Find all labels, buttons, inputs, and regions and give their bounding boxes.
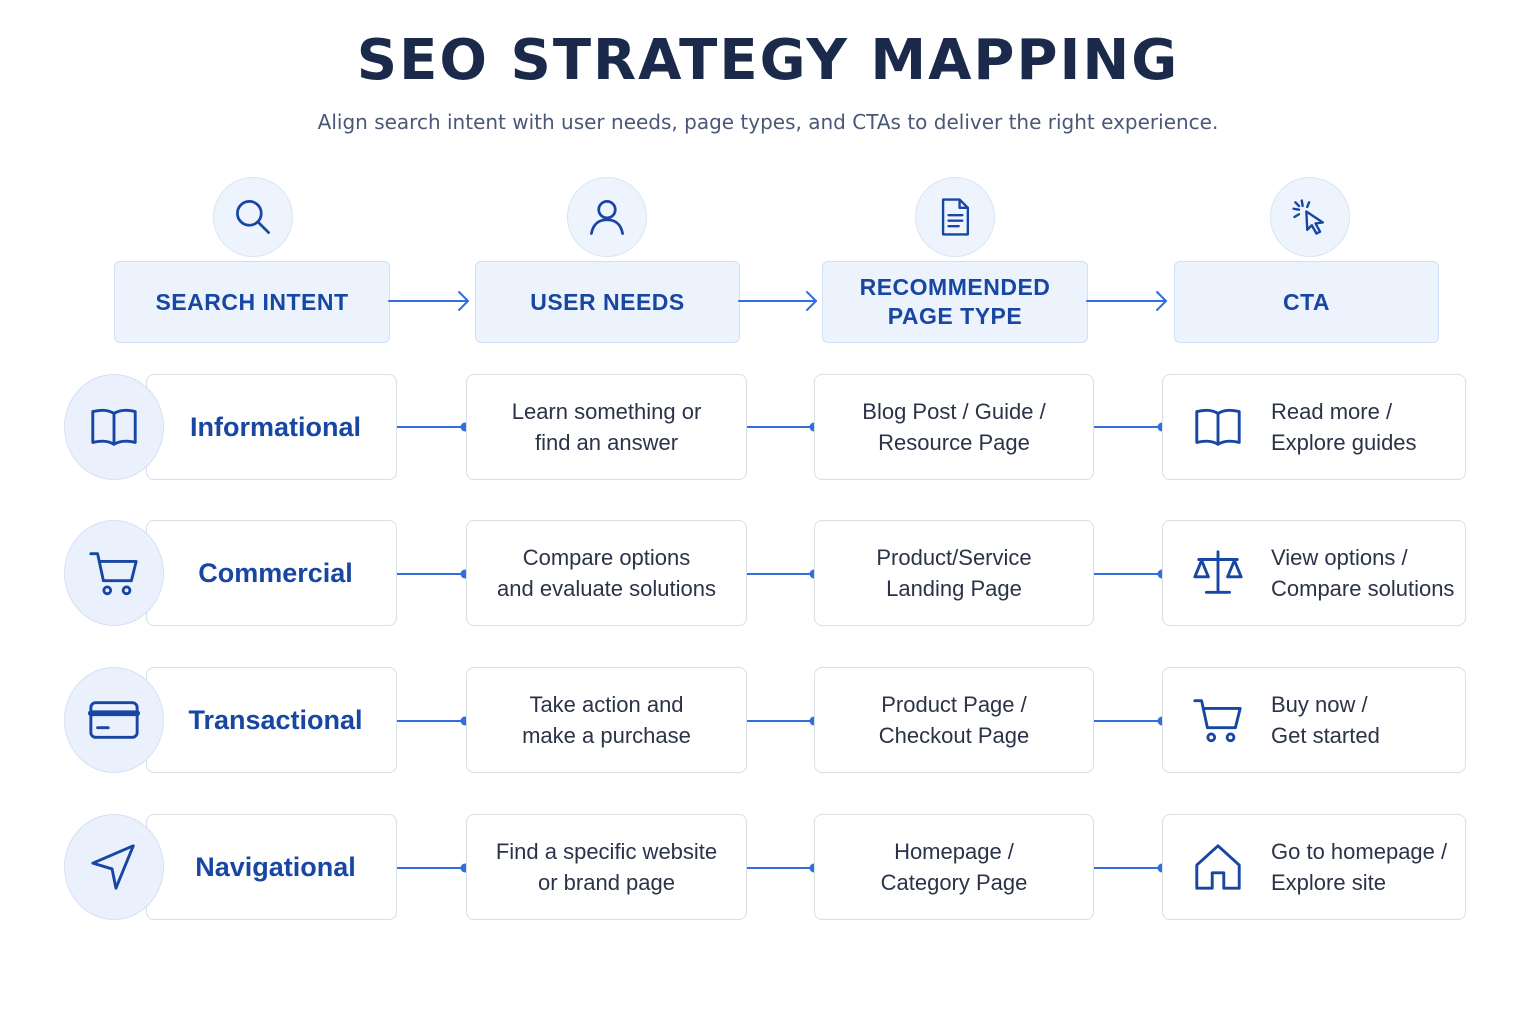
home-icon: [1195, 844, 1241, 890]
page-type-card: Homepage / Category Page: [814, 814, 1094, 920]
user-need-card: Compare options and evaluate solutions: [466, 520, 747, 626]
credit-card-icon: [64, 667, 164, 773]
cta-card: Read more / Explore guides: [1162, 374, 1466, 480]
column-header-user-needs: USER NEEDS: [475, 261, 740, 343]
cursor-click-icon: [1270, 177, 1350, 257]
cta-card: View options / Compare solutions: [1162, 520, 1466, 626]
column-header-cta: CTA: [1174, 261, 1439, 343]
user-need-card: Learn something or find an answer: [466, 374, 747, 480]
intent-card-transactional: Transactional: [146, 667, 397, 773]
user-icon: [567, 177, 647, 257]
cta-label: Go to homepage / Explore site: [1271, 839, 1448, 895]
intent-card-navigational: Navigational: [146, 814, 397, 920]
intent-card-informational: Informational: [146, 374, 397, 480]
intent-card-commercial: Commercial: [146, 520, 397, 626]
page-type-card: Product Page / Checkout Page: [814, 667, 1094, 773]
cta-card: Buy now / Get started: [1162, 667, 1466, 773]
user-need-card: Find a specific website or brand page: [466, 814, 747, 920]
page-title: SEO STRATEGY MAPPING: [356, 28, 1180, 93]
scale-icon: [1193, 550, 1243, 594]
page-type-card: Product/Service Landing Page: [814, 520, 1094, 626]
cta-label: Read more / Explore guides: [1271, 399, 1417, 455]
book-icon: [64, 374, 164, 480]
navigation-arrow-icon: [64, 814, 164, 920]
cta-label: Buy now / Get started: [1271, 692, 1380, 748]
page-subtitle: Align search intent with user needs, pag…: [317, 110, 1219, 134]
user-need-card: Take action and make a purchase: [466, 667, 747, 773]
book-icon: [1195, 408, 1241, 446]
search-icon: [213, 177, 293, 257]
page-type-card: Blog Post / Guide / Resource Page: [814, 374, 1094, 480]
document-icon: [915, 177, 995, 257]
cta-label: View options / Compare solutions: [1271, 545, 1455, 601]
cart-icon: [1193, 699, 1242, 743]
cta-card: Go to homepage / Explore site: [1162, 814, 1466, 920]
cart-icon: [64, 520, 164, 626]
column-header-search-intent: SEARCH INTENT: [114, 261, 390, 343]
column-header-recommended-page-type: RECOMMENDED PAGE TYPE: [822, 261, 1088, 343]
